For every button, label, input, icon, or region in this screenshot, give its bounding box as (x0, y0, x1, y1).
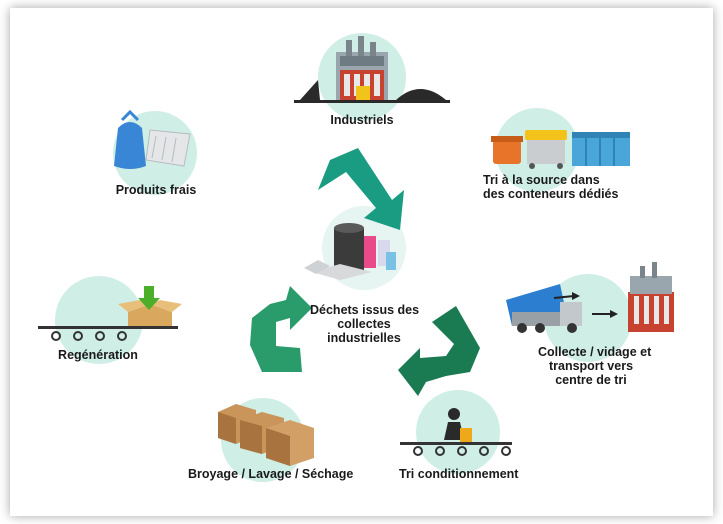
label-collecte: Collecte / vidage et transport vers cent… (538, 345, 652, 387)
label-industriels: Industriels (322, 113, 402, 127)
containers-icon (491, 130, 630, 169)
label-produits-frais: Produits frais (112, 183, 200, 197)
label-tri-conditionnement-line: Tri conditionnement (399, 467, 519, 481)
label-collecte-line-2: transport vers (548, 359, 634, 373)
label-industriels-line: Industriels (330, 113, 394, 127)
recycle-arrow-right (398, 306, 480, 396)
label-broyage: Broyage / Lavage / Séchage (188, 467, 354, 481)
label-tri-source-line-1: Tri à la source dans (483, 173, 600, 187)
recycle-arrow-top (318, 148, 404, 230)
label-regeneration: Regénération (58, 348, 138, 362)
label-collecte-line-3: centre de tri (555, 373, 627, 387)
label-tri-source: Tri à la source dans des conteneurs dédi… (483, 173, 619, 201)
recycle-arrow-left (250, 286, 312, 372)
waste-rolls-icon (304, 223, 396, 280)
label-center: Déchets issus des collectes industrielle… (310, 303, 420, 345)
label-center-line-1: Déchets issus des (310, 303, 420, 317)
label-produits-frais-line: Produits frais (115, 183, 197, 197)
worker-icon (400, 408, 512, 456)
label-broyage-line: Broyage / Lavage / Séchage (188, 467, 354, 481)
label-center-line-3: industrielles (327, 331, 401, 345)
box-arrow-icon (38, 286, 182, 341)
label-tri-source-line-2: des conteneurs dédiés (483, 187, 619, 201)
factory-icon (294, 36, 450, 103)
label-regeneration-line: Regénération (58, 348, 138, 362)
label-tri-conditionnement: Tri conditionnement (399, 467, 519, 481)
circle-regeneration (55, 276, 143, 364)
label-center-line-2: collectes (337, 317, 391, 331)
label-collecte-line-1: Collecte / vidage et (538, 345, 652, 359)
bag-icon (114, 109, 191, 169)
truck-icon (506, 262, 674, 333)
boxes-icon (218, 404, 314, 466)
